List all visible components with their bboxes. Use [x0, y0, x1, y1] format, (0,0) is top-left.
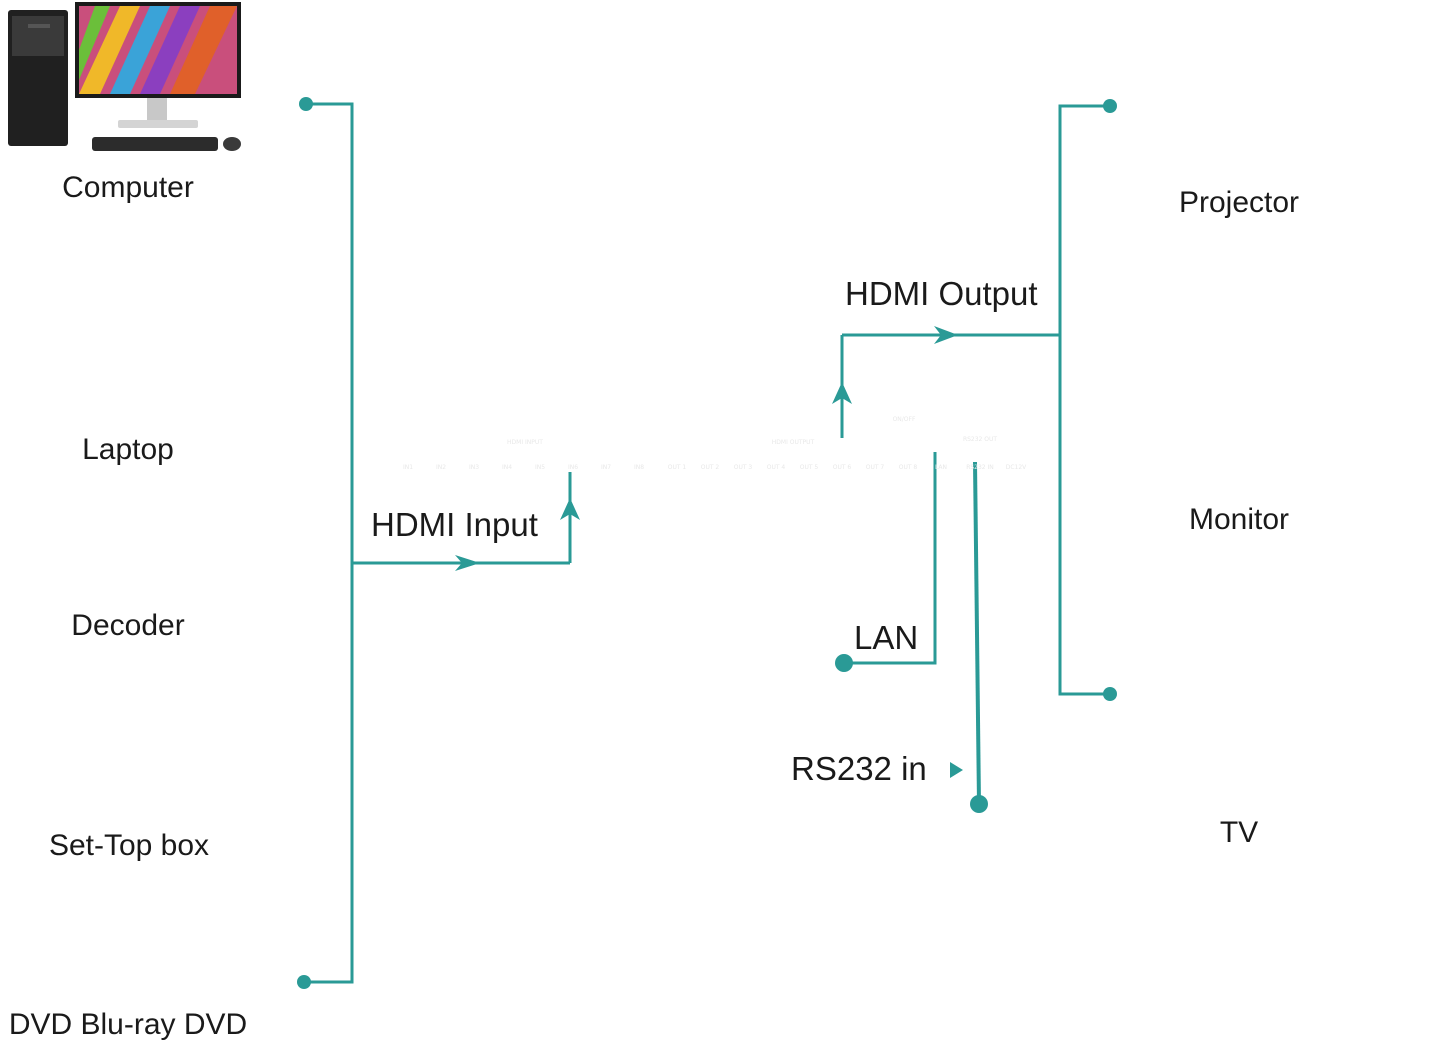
input-port-label-3: IN3 [469, 464, 479, 471]
output-port-label-1: OUT 1 [668, 464, 687, 471]
output-bus-line [1058, 104, 1110, 696]
device-port-labels: HDMI INPUT HDMI OUTPUT IN1 IN2 IN3 IN4 IN5 IN6 I… [403, 416, 1027, 471]
display-label-projector: Projector [1178, 186, 1300, 219]
dc-label: DC12V [1006, 464, 1027, 471]
source-label-laptop: Laptop [82, 433, 174, 466]
display-label-tv: TV [1219, 816, 1259, 849]
input-panel-caption: HDMI INPUT [507, 439, 543, 446]
flow-arrows [455, 326, 963, 778]
source-label-set-top-box: Set-Top box [48, 829, 210, 862]
source-label-dvd: DVD Blu-ray DVD [8, 1008, 248, 1041]
input-port-label-2: IN2 [436, 464, 446, 471]
power-label: ON/OFF [893, 416, 916, 423]
input-port-label-8: IN8 [634, 464, 644, 471]
display-label-monitor: Monitor [1188, 503, 1290, 536]
hdmi-input-label: HDMI Input [371, 506, 538, 543]
source-label-decoder: Decoder [71, 609, 185, 642]
input-port-label-5: IN5 [535, 464, 545, 471]
output-port-label-3: OUT 3 [734, 464, 753, 471]
output-port-label-7: OUT 7 [866, 464, 885, 471]
hdmi-output-arrow-up [832, 382, 852, 404]
rs232-line [973, 461, 981, 805]
rs232-label: RS232 in [791, 750, 927, 787]
lan-line [844, 452, 937, 665]
rs232-node [970, 795, 988, 813]
hdmi-output-arrow-right [934, 326, 958, 344]
output-port-label-5: OUT 5 [800, 464, 819, 471]
projector-node [1103, 99, 1117, 113]
lan-node [835, 654, 853, 672]
rs232-arrow [950, 762, 963, 778]
output-port-label-8: OUT 8 [899, 464, 918, 471]
computer-node [299, 97, 313, 111]
output-port-label-2: OUT 2 [701, 464, 720, 471]
lan-port-label: LAN [935, 464, 947, 471]
hdmi-output-label: HDMI Output [845, 275, 1038, 312]
connector-nodes [297, 97, 1117, 989]
hdmi-input-arrow-up [560, 498, 580, 520]
output-panel-caption: HDMI OUTPUT [772, 439, 815, 446]
input-bus-line [304, 102, 354, 984]
dvd-node [297, 975, 311, 989]
input-port-label-7: IN7 [601, 464, 611, 471]
output-port-label-4: OUT 4 [767, 464, 786, 471]
hdmi-input-arrow-right [455, 555, 480, 571]
output-port-label-6: OUT 6 [833, 464, 852, 471]
rs232-out-label: RS232 OUT [963, 436, 997, 443]
input-port-label-1: IN1 [403, 464, 413, 471]
tv-node [1103, 687, 1117, 701]
input-port-label-6: IN6 [568, 464, 578, 471]
rs232-in-label: RS232 IN [966, 464, 994, 471]
input-port-label-4: IN4 [502, 464, 512, 471]
desktop-computer-icon [8, 2, 241, 151]
lan-label: LAN [854, 619, 919, 656]
source-label-computer: Computer [62, 171, 194, 204]
